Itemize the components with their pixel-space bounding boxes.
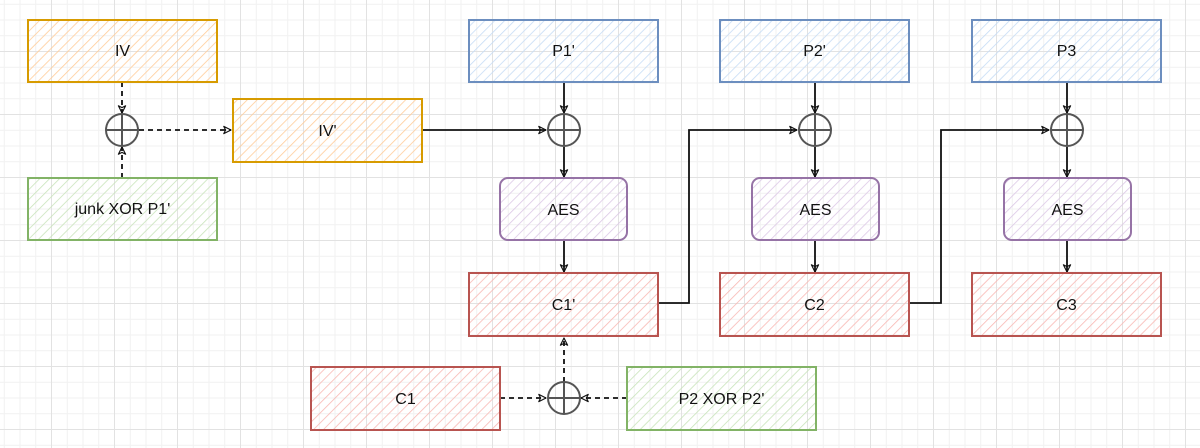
- node-c1[interactable]: C1: [310, 366, 501, 431]
- node-p1-prime[interactable]: P1': [468, 19, 659, 83]
- node-p2-prime[interactable]: P2': [719, 19, 910, 83]
- xor-icon[interactable]: [798, 113, 832, 147]
- node-c1-prime[interactable]: C1': [468, 272, 659, 337]
- xor-icon[interactable]: [547, 381, 581, 415]
- node-label: IV: [115, 43, 130, 60]
- node-aes-3[interactable]: AES: [1003, 177, 1132, 241]
- node-label: IV': [318, 123, 336, 140]
- xor-icon[interactable]: [105, 113, 139, 147]
- node-label: AES: [799, 202, 831, 219]
- node-label: P2': [803, 43, 826, 60]
- nodes: IV IV' junk XOR P1' P1' P2' P3 AES AES: [27, 19, 1162, 431]
- xor-icon[interactable]: [547, 113, 581, 147]
- node-c3[interactable]: C3: [971, 272, 1162, 337]
- edge-c1-prime-to-xor2: [658, 125, 798, 304]
- node-label: P3: [1057, 43, 1077, 60]
- node-aes-1[interactable]: AES: [499, 177, 628, 241]
- xor-nodes: [105, 113, 1084, 415]
- node-label: C2: [804, 297, 825, 314]
- node-c2[interactable]: C2: [719, 272, 910, 337]
- node-aes-2[interactable]: AES: [751, 177, 880, 241]
- edges: [117, 82, 1072, 403]
- node-iv-prime[interactable]: IV': [232, 98, 423, 163]
- node-label: C1': [552, 297, 576, 314]
- node-p3[interactable]: P3: [971, 19, 1162, 83]
- node-iv[interactable]: IV: [27, 19, 218, 83]
- node-label: AES: [1051, 202, 1083, 219]
- node-junk-xor-p1[interactable]: junk XOR P1': [27, 177, 218, 241]
- node-label: P1': [552, 43, 575, 60]
- node-label: junk XOR P1': [74, 201, 171, 218]
- node-label: P2 XOR P2': [679, 391, 765, 408]
- node-label: C1: [395, 391, 416, 408]
- xor-icon[interactable]: [1050, 113, 1084, 147]
- node-label: AES: [547, 202, 579, 219]
- edge-c2-to-xor3: [909, 125, 1050, 304]
- node-p2-xor-p2-prime[interactable]: P2 XOR P2': [626, 366, 817, 431]
- node-label: C3: [1056, 297, 1077, 314]
